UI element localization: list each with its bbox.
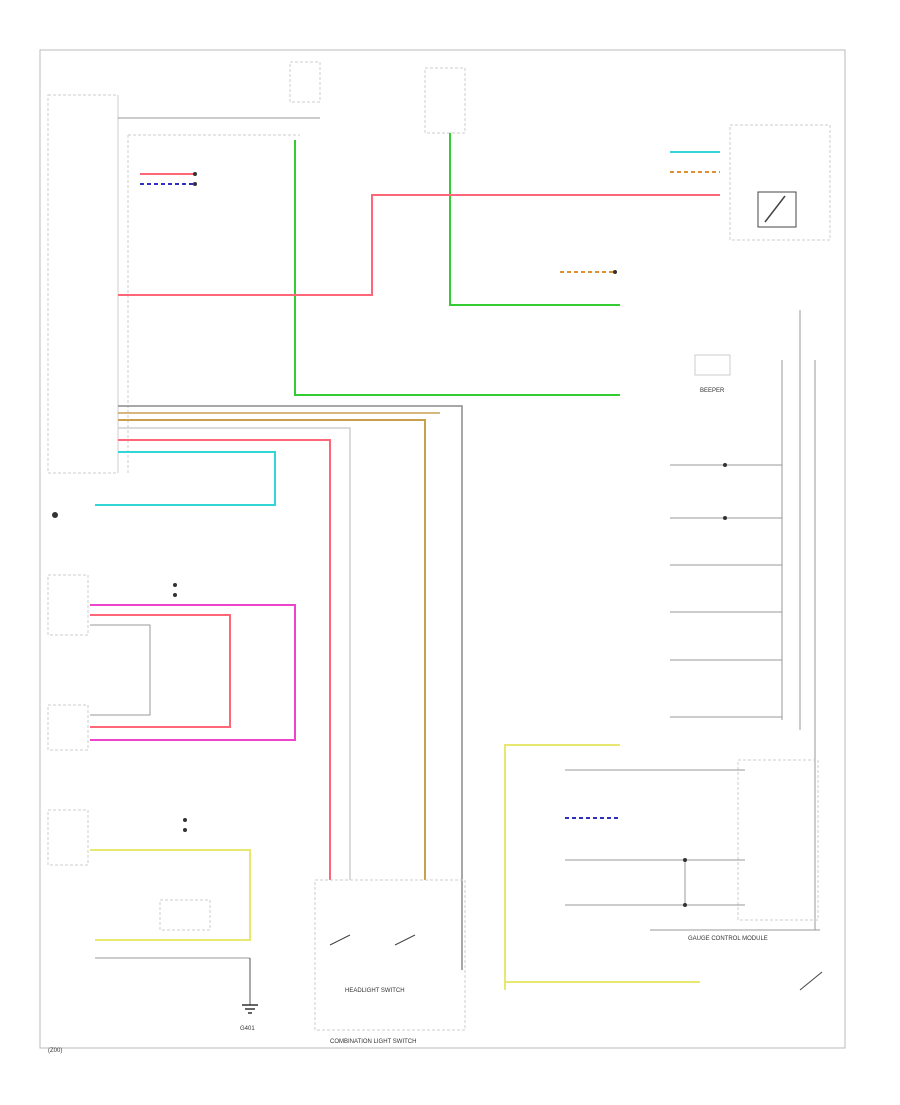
connector-box-1	[47, 704, 89, 751]
ground-icon-2	[52, 512, 58, 518]
ground-icon	[242, 1004, 258, 1014]
connector-box-2	[47, 809, 89, 866]
diagram-border	[39, 49, 846, 1049]
wire-salmon	[90, 614, 231, 728]
wire-yellow-1	[90, 849, 251, 941]
wire-pink	[90, 604, 296, 741]
fuse-box-1	[289, 61, 321, 103]
light-switch-contact-1	[329, 934, 351, 946]
wire-gray-2	[118, 427, 351, 880]
connector-dot-icon	[173, 172, 727, 907]
light-switch-contact-2	[394, 934, 416, 946]
wire-red-2	[118, 439, 331, 880]
key-switch-icon	[764, 195, 786, 223]
gauge-module-label: GAUGE CONTROL MODULE	[688, 936, 768, 942]
page-ref-label: (Z00)	[48, 1048, 62, 1054]
switch-icon	[799, 971, 823, 991]
wire-gray-1	[118, 405, 463, 970]
relay-box	[47, 574, 89, 636]
wire-yellow-2	[504, 744, 620, 990]
wire-green-2	[449, 133, 620, 306]
beeper-label: BEEPER	[700, 388, 725, 394]
left-module-box	[47, 94, 119, 474]
beeper-box	[694, 354, 731, 376]
steering-lock-box	[729, 124, 831, 241]
fuse-box-2	[424, 67, 466, 134]
wire-red-1	[118, 194, 720, 296]
key-switch-box	[757, 191, 797, 228]
combination-switch-label: COMBINATION LIGHT SWITCH	[330, 1039, 416, 1045]
sensor-box	[159, 899, 211, 931]
headlight-switch-label: HEADLIGHT SWITCH	[345, 988, 405, 994]
g401-label: G401	[240, 1026, 255, 1032]
wire-tan	[118, 419, 426, 880]
wire-thin	[90, 624, 151, 716]
wire-green-1	[294, 140, 620, 396]
wire-cyan-1	[95, 451, 276, 506]
light-switch-box	[314, 879, 466, 1031]
gauge-sub-box	[737, 759, 819, 921]
